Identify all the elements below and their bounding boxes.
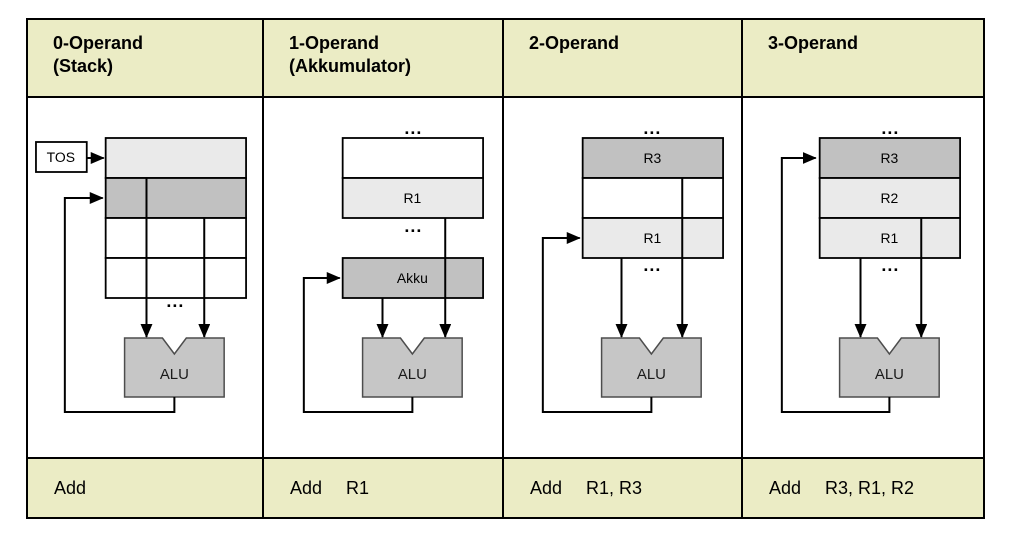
three-operand-machine-diagram: ... R3 R2 R1 ... ALU xyxy=(780,118,961,413)
header-title: 3-Operand xyxy=(768,33,859,53)
ellipsis-bottom: ... xyxy=(643,255,661,275)
register-cell-empty xyxy=(581,177,724,219)
instruction-example-1-operand: Add R1 xyxy=(264,457,504,517)
column-header-2-operand: 2-Operand xyxy=(504,20,743,98)
register-cell-r2 xyxy=(818,177,961,219)
akkumulator-machine-diagram: ... R1 ... Akku ALU xyxy=(302,118,484,413)
instruction-mnemonic: Add xyxy=(530,477,563,498)
column-header-0-operand: 0-Operand (Stack) xyxy=(28,20,264,98)
ellipsis-bottom: ... xyxy=(881,255,899,275)
register-label-r1: R1 xyxy=(880,230,898,246)
instruction-example-0-operand: Add xyxy=(28,457,264,517)
ellipsis-top: ... xyxy=(881,118,899,138)
instruction-example-2-operand: Add R1, R3 xyxy=(504,457,743,517)
ellipsis-bottom: ... xyxy=(404,216,422,236)
stack-cell-second xyxy=(104,177,247,219)
register-cell-r1 xyxy=(341,177,484,219)
register-file xyxy=(341,137,484,219)
register-label-r3: R3 xyxy=(643,150,661,166)
register-cell-empty xyxy=(341,137,484,179)
instruction-operands: R3, R1, R2 xyxy=(825,477,915,498)
header-title: 0-Operand xyxy=(53,33,144,53)
instruction-mnemonic: Add xyxy=(290,477,323,498)
stack-cell-tos xyxy=(104,137,247,179)
alu-label: ALU xyxy=(398,366,427,383)
stack-cell-3 xyxy=(104,217,247,259)
register-cell-r1 xyxy=(581,217,724,259)
register-file xyxy=(818,137,961,259)
alu-label: ALU xyxy=(160,366,189,383)
result-feedback-path xyxy=(302,272,414,413)
register-cell-r3 xyxy=(818,137,961,179)
akku-box xyxy=(341,257,484,299)
ellipsis-top: ... xyxy=(643,118,661,138)
alu-unit xyxy=(600,337,702,398)
alu-label: ALU xyxy=(875,366,904,383)
register-label-r1: R1 xyxy=(403,190,421,206)
alu-label: ALU xyxy=(637,366,666,383)
instruction-operands: R1 xyxy=(346,477,370,498)
register-label-r1: R1 xyxy=(643,230,661,246)
stack-register-file xyxy=(104,137,247,299)
tos-label: TOS xyxy=(47,149,75,165)
diagram-1-operand-akkumulator: ... R1 ... Akku ALU xyxy=(264,98,504,457)
isa-comparison-table: 0-Operand (Stack) 1-Operand (Akkumulator… xyxy=(26,18,985,519)
register-cell-r1 xyxy=(818,217,961,259)
column-header-1-operand: 1-Operand (Akkumulator) xyxy=(264,20,504,98)
column-header-3-operand: 3-Operand xyxy=(743,20,983,98)
stack-cell-4 xyxy=(104,257,247,299)
register-cell-r3 xyxy=(581,137,724,179)
result-feedback-path xyxy=(780,152,891,413)
header-title: 2-Operand xyxy=(529,33,620,53)
register-label-r3: R3 xyxy=(880,150,898,166)
stack-machine-diagram: TOS ... ALU xyxy=(35,137,247,413)
alu-unit xyxy=(838,337,940,398)
header-subtitle: (Stack) xyxy=(53,55,114,76)
diagram-2-operand: ... R3 R1 ... ALU xyxy=(504,98,743,457)
instruction-mnemonic: Add xyxy=(769,477,802,498)
result-feedback-path xyxy=(63,192,176,413)
akku-label: Akku xyxy=(397,270,428,286)
register-file xyxy=(581,137,724,259)
tos-box xyxy=(35,141,88,173)
instruction-mnemonic: Add xyxy=(54,477,87,498)
instruction-example-3-operand: Add R3, R1, R2 xyxy=(743,457,983,517)
alu-unit xyxy=(361,337,463,398)
header-subtitle: (Akkumulator) xyxy=(289,55,412,76)
two-operand-machine-diagram: ... R3 R1 ... ALU xyxy=(541,118,724,413)
ellipsis-bottom: ... xyxy=(166,291,184,311)
header-title: 1-Operand xyxy=(289,33,380,53)
diagram-0-operand-stack: TOS ... ALU xyxy=(28,98,264,457)
alu-unit xyxy=(123,337,225,398)
register-label-r2: R2 xyxy=(880,190,898,206)
result-feedback-path xyxy=(541,232,653,413)
diagram-3-operand: ... R3 R2 R1 ... ALU xyxy=(743,98,983,457)
instruction-operands: R1, R3 xyxy=(586,477,643,498)
ellipsis-top: ... xyxy=(404,118,422,138)
